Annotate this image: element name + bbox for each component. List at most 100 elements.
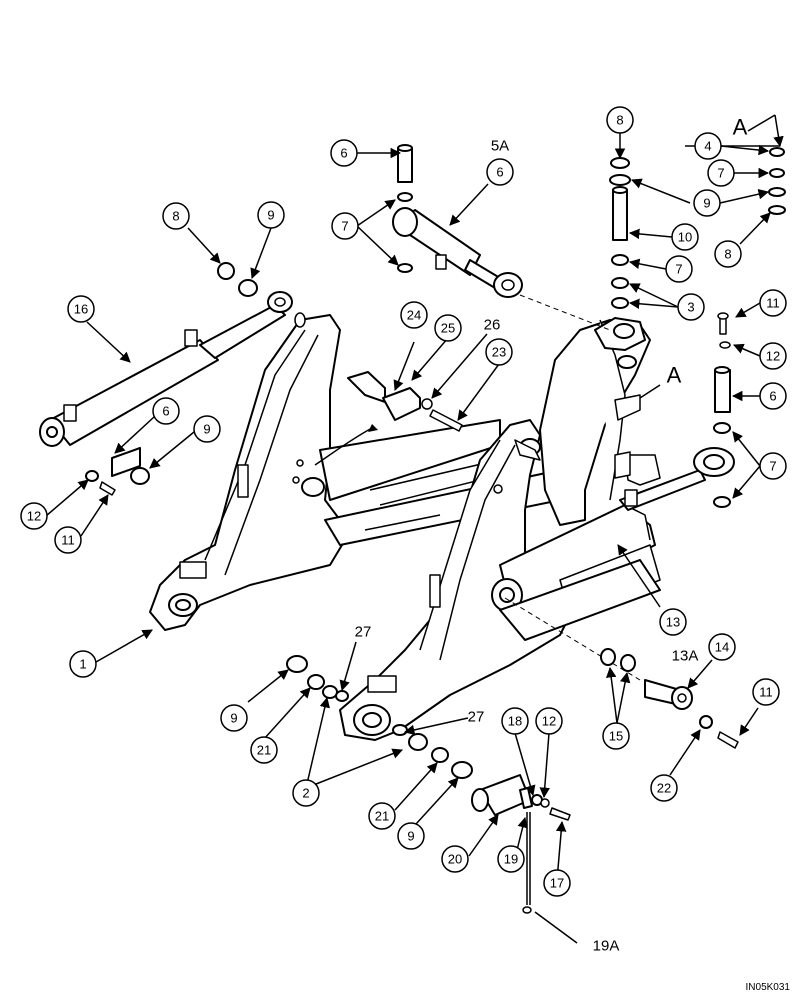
- svg-text:9: 9: [230, 711, 237, 726]
- svg-text:14: 14: [715, 640, 729, 655]
- plain-labels: 5A 26 27 27 13A 19A A A IN05K031: [355, 115, 791, 994]
- svg-text:25: 25: [441, 321, 455, 336]
- leader-lines: [45, 114, 784, 944]
- svg-text:9: 9: [203, 422, 210, 437]
- pin-6-left: [85, 262, 258, 496]
- callout-11: 11: [752, 678, 780, 706]
- callout-19: 19: [497, 845, 525, 873]
- callout-21: 21: [250, 736, 278, 764]
- svg-text:9: 9: [703, 196, 710, 211]
- callout-16: 16: [67, 295, 95, 323]
- cylinder-16: [39, 291, 293, 447]
- loader-tower: [539, 317, 661, 526]
- svg-text:24: 24: [407, 308, 421, 323]
- callout-12: 12: [20, 502, 48, 530]
- callout-22: 22: [650, 774, 678, 802]
- misc-washers: [614, 451, 631, 479]
- callout-8: 8: [714, 240, 742, 268]
- callout-8: 8: [162, 202, 190, 230]
- callout-24: 24: [400, 301, 428, 329]
- svg-text:21: 21: [375, 809, 389, 824]
- view-label-a-tower: A: [667, 363, 682, 388]
- callout-11: 11: [759, 289, 787, 317]
- washers-15-22: [600, 648, 739, 749]
- svg-text:11: 11: [766, 296, 780, 311]
- svg-text:18: 18: [508, 714, 522, 729]
- svg-text:1: 1: [79, 657, 86, 672]
- callout-12: 12: [535, 707, 563, 735]
- svg-text:7: 7: [769, 459, 776, 474]
- svg-text:21: 21: [257, 743, 271, 758]
- callout-8: 8: [606, 106, 634, 134]
- svg-text:6: 6: [162, 404, 169, 419]
- callout-6: 6: [759, 382, 787, 410]
- callout-2: 2: [292, 779, 320, 807]
- callout-7: 7: [665, 255, 693, 283]
- callouts: 6 6 7 8 9 16 6 9 12 11 1 8 4 7 9 10 8 7 …: [20, 106, 787, 897]
- svg-text:6: 6: [496, 165, 503, 180]
- callout-14: 14: [708, 633, 736, 661]
- callout-6: 6: [330, 139, 358, 167]
- svg-text:12: 12: [766, 349, 780, 364]
- svg-text:2: 2: [302, 786, 309, 801]
- washer-stack-a: [768, 147, 786, 215]
- view-label-a-top: A: [733, 115, 748, 140]
- callout-9: 9: [257, 201, 285, 229]
- callout-9: 9: [693, 189, 721, 217]
- callout-6: 6: [152, 397, 180, 425]
- svg-text:7: 7: [341, 219, 348, 234]
- callout-3: 3: [677, 293, 705, 321]
- svg-text:7: 7: [717, 166, 724, 181]
- callout-17: 17: [543, 869, 571, 897]
- svg-text:17: 17: [550, 876, 564, 891]
- svg-text:4: 4: [704, 139, 711, 154]
- svg-text:10: 10: [678, 230, 692, 245]
- callout-10: 10: [671, 223, 699, 251]
- svg-text:7: 7: [675, 262, 682, 277]
- loader-arm-right: [339, 419, 576, 741]
- svg-text:19: 19: [504, 852, 518, 867]
- svg-text:6: 6: [769, 389, 776, 404]
- label-19a: 19A: [593, 938, 620, 955]
- callout-23: 23: [485, 338, 513, 366]
- svg-text:20: 20: [448, 852, 462, 867]
- callout-7: 7: [759, 452, 787, 480]
- svg-text:9: 9: [407, 829, 414, 844]
- callout-4: 4: [694, 132, 722, 160]
- label-27-upper: 27: [355, 624, 372, 641]
- parts-artwork: [39, 144, 786, 914]
- callout-15: 15: [602, 722, 630, 750]
- callout-11: 11: [54, 526, 82, 554]
- callout-21: 21: [368, 802, 396, 830]
- svg-text:11: 11: [759, 685, 773, 700]
- svg-text:12: 12: [27, 509, 41, 524]
- drawing-code: IN05K031: [746, 982, 791, 993]
- pin-6-top: [397, 144, 413, 273]
- callout-18: 18: [501, 707, 529, 735]
- label-13a: 13A: [672, 648, 699, 665]
- pin-14: [504, 597, 693, 710]
- svg-text:11: 11: [61, 533, 75, 548]
- pin-6-right: [713, 312, 731, 508]
- svg-text:8: 8: [616, 113, 623, 128]
- svg-text:9: 9: [267, 208, 274, 223]
- callout-25: 25: [434, 314, 462, 342]
- svg-text:13: 13: [666, 615, 680, 630]
- lower-member: [499, 559, 661, 641]
- callout-1: 1: [69, 650, 97, 678]
- callout-12: 12: [759, 342, 787, 370]
- svg-text:8: 8: [172, 209, 179, 224]
- loader-arm-left: [149, 312, 346, 631]
- callout-9: 9: [220, 704, 248, 732]
- bracket-parts: [314, 371, 463, 466]
- svg-text:22: 22: [657, 781, 671, 796]
- svg-text:23: 23: [492, 345, 506, 360]
- svg-text:3: 3: [687, 300, 694, 315]
- label-26: 26: [484, 317, 501, 334]
- callout-20: 20: [441, 845, 469, 873]
- svg-text:12: 12: [542, 714, 556, 729]
- svg-text:15: 15: [609, 729, 623, 744]
- svg-text:6: 6: [340, 146, 347, 161]
- callout-9: 9: [193, 415, 221, 443]
